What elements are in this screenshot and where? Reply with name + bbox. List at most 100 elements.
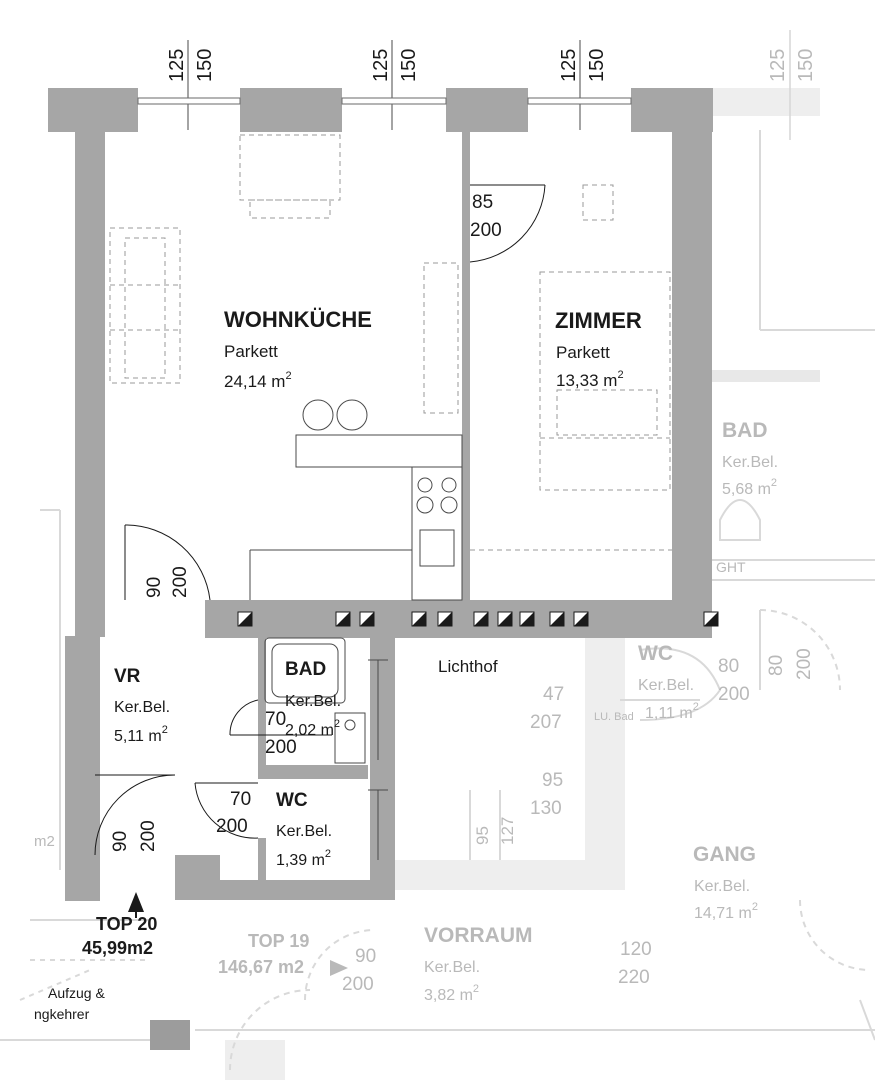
door-kitchen-width: 90: [144, 577, 165, 598]
room-wohnkueche-area-value: 24,14 m: [224, 372, 285, 391]
dim-125-2: 125: [370, 49, 392, 82]
room-wc-name: WC: [276, 790, 308, 811]
dim-150-2: 150: [398, 49, 420, 82]
neighbor-door-120: 120: [620, 939, 652, 960]
room-wc-area-value: 1,39 m: [276, 852, 325, 869]
door-bad-height: 200: [265, 737, 297, 758]
neighbor-door-130: 130: [530, 798, 562, 819]
walls: [48, 88, 713, 901]
neighbor-bad-name: BAD: [722, 419, 768, 442]
door-entry-width: 90: [110, 831, 131, 852]
neighbor-ght: GHT: [716, 559, 746, 575]
neighbor-door-95: 95: [542, 770, 563, 791]
room-bad-area: 2,02 m2: [285, 718, 340, 739]
neighbor-wc-name: WC: [638, 642, 673, 665]
neighbor-door-47: 47: [543, 684, 564, 705]
neighbor-vorraum-area-sup: 2: [473, 983, 479, 995]
door-bad-width: 70: [265, 709, 286, 730]
ghost-arrow: [330, 960, 348, 976]
neighbor-door-220: 220: [618, 967, 650, 988]
neighbor-door-95b: 95: [473, 826, 492, 845]
neighbor-top19-name: TOP 19: [248, 931, 309, 951]
room-vr-area-value: 5,11 m: [114, 728, 162, 745]
neighbor-wc-area-sup: 2: [693, 701, 699, 713]
room-bad-area-sup: 2: [334, 718, 340, 730]
neighbor-vorraum-floor: Ker.Bel.: [424, 959, 480, 976]
sanitary-fixtures: [264, 637, 388, 860]
room-lichthof-name: Lichthof: [438, 657, 498, 676]
dim-150-1: 150: [194, 49, 216, 82]
room-wohnkueche-area: 24,14 m2: [224, 370, 292, 391]
furniture: [109, 134, 672, 551]
unit-area: 45,99m2: [82, 938, 153, 958]
room-bad-area-value: 2,02 m: [285, 722, 334, 739]
neighbor-door-80: 80: [718, 656, 739, 677]
door-entry-height: 200: [138, 820, 159, 852]
neighbor-ghost-layer: [0, 88, 875, 1080]
kitchen-fixtures: [249, 399, 463, 601]
room-wc-area: 1,39 m2: [276, 848, 331, 869]
dim-150-4: 150: [795, 49, 817, 82]
room-wohnkueche-name: WOHNKÜCHE: [224, 307, 372, 332]
room-zimmer-area-value: 13,33 m: [556, 371, 617, 390]
neighbor-door-127: 127: [498, 817, 517, 845]
neighbor-bad-area-value: 5,68 m: [722, 481, 771, 498]
dim-125-1: 125: [166, 49, 188, 82]
neighbor-wc-area: 1,11 m2: [645, 701, 699, 722]
dim-125-4: 125: [767, 49, 789, 82]
door-wc-width: 70: [230, 789, 251, 810]
neighbor-top19-area: 146,67 m2: [218, 957, 304, 977]
room-zimmer-name: ZIMMER: [555, 308, 642, 333]
room-zimmer-floor: Parkett: [556, 343, 610, 362]
unit-name: TOP 20: [96, 914, 157, 934]
neighbor-wc-floor: Ker.Bel.: [638, 677, 694, 694]
entry-arrow: [128, 892, 144, 912]
room-zimmer-area-sup: 2: [617, 369, 623, 381]
room-wc-area-sup: 2: [325, 848, 331, 860]
neighbor-gang-area: 14,71 m2: [694, 901, 758, 922]
neighbor-gang-area-value: 14,71 m: [694, 905, 752, 922]
room-vr-area: 5,11 m2: [114, 724, 168, 745]
door-zimmer-width: 85: [472, 192, 493, 213]
room-bad-name: BAD: [285, 659, 326, 680]
neighbor-door-207: 207: [530, 712, 562, 733]
room-wohnkueche-floor: Parkett: [224, 342, 278, 361]
room-vr-area-sup: 2: [162, 724, 168, 736]
room-wc-floor: Ker.Bel.: [276, 823, 332, 840]
room-wohnkueche-area-sup: 2: [285, 370, 291, 382]
door-wc-height: 200: [216, 816, 248, 837]
door-zimmer-height: 200: [470, 220, 502, 241]
neighbor-vorraum-name: VORRAUM: [424, 924, 533, 947]
room-zimmer-area: 13,33 m2: [556, 369, 624, 390]
windows: [137, 97, 632, 105]
neighbor-vorraum-area: 3,82 m2: [424, 983, 479, 1004]
neighbor-aufzug-line1: Aufzug &: [48, 985, 105, 1001]
neighbor-bad-area: 5,68 m2: [722, 477, 777, 498]
neighbor-vorraum-area-value: 3,82 m: [424, 987, 473, 1004]
neighbor-wc-area-value: 1,11 m: [645, 705, 693, 722]
door-swings: [94, 184, 546, 856]
neighbor-gang-name: GANG: [693, 843, 756, 866]
neighbor-door-200c: 200: [342, 974, 374, 995]
neighbor-gang-floor: Ker.Bel.: [694, 878, 750, 895]
neighbor-door-90: 90: [355, 946, 376, 967]
vent-shafts: [237, 611, 719, 627]
neighbor-bad-floor: Ker.Bel.: [722, 454, 778, 471]
dim-125-3: 125: [558, 49, 580, 82]
neighbor-gang-area-sup: 2: [752, 901, 758, 913]
neighbor-door-200a: 200: [718, 684, 750, 705]
neighbor-aufzug-line2: ngkehrer: [34, 1006, 90, 1022]
room-bad-floor: Ker.Bel.: [285, 693, 341, 710]
window-dim-labels: 125 150 125 150 125 150 125 150: [166, 49, 817, 82]
room-vr-floor: Ker.Bel.: [114, 699, 170, 716]
dim-150-3: 150: [586, 49, 608, 82]
neighbor-door-80b: 80: [766, 655, 787, 676]
neighbor-lu-bad: LU. Bad: [594, 711, 634, 723]
neighbor-left-m2: m2: [34, 833, 55, 850]
window-dim-lines: [187, 40, 581, 130]
room-vr-name: VR: [114, 666, 141, 687]
neighbor-door-200b: 200: [794, 648, 815, 680]
door-kitchen-height: 200: [170, 566, 191, 598]
neighbor-bad-area-sup: 2: [771, 477, 777, 489]
